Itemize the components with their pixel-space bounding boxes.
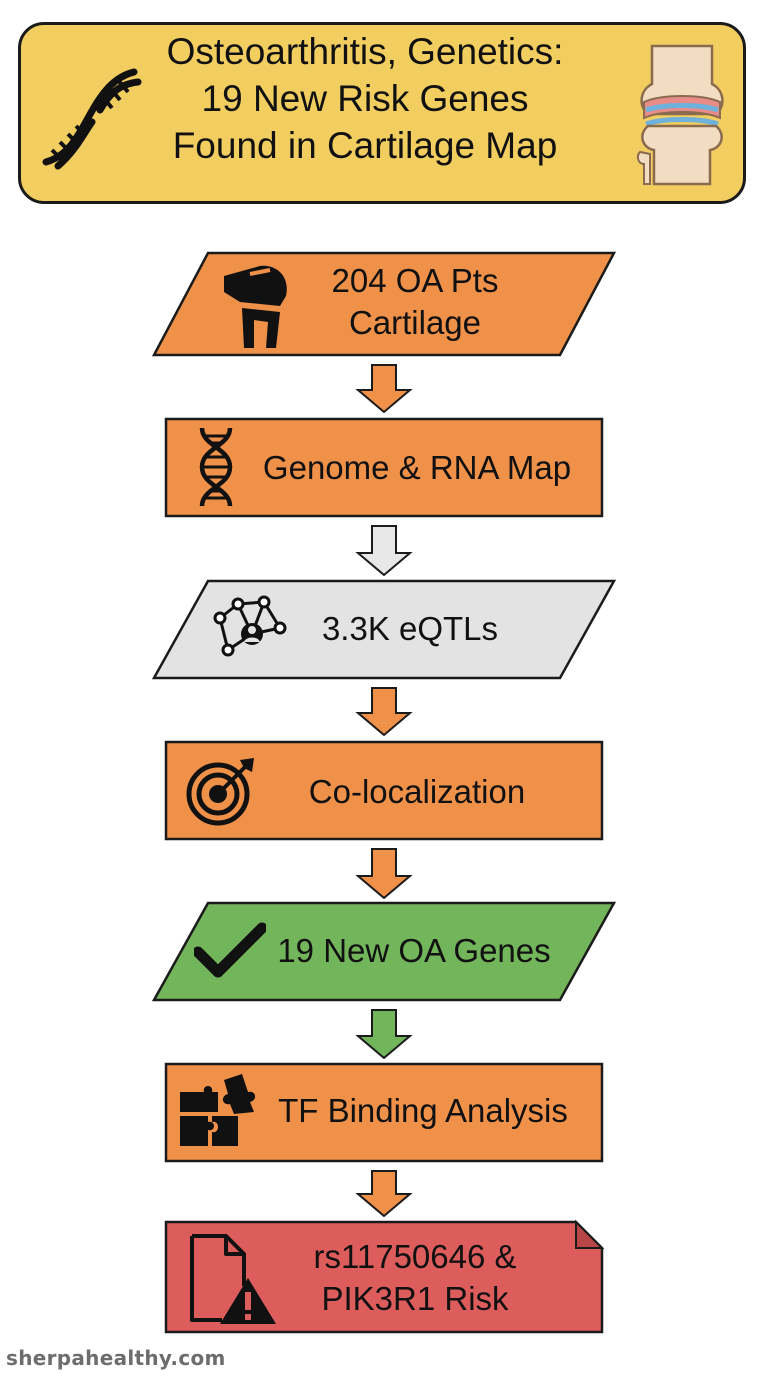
title-line-1: Osteoarthritis, Genetics: — [166, 31, 564, 72]
title-banner — [18, 22, 746, 204]
knee-joint-icon — [636, 44, 724, 186]
target-icon — [186, 758, 254, 826]
dna-helix-icon — [199, 427, 233, 507]
knee-icon — [224, 265, 287, 348]
warning-document-icon — [190, 1234, 276, 1324]
document-fold — [575, 1219, 605, 1249]
flow-step-5 — [151, 901, 617, 1002]
flow-arrow-6 — [355, 1170, 413, 1218]
step-1-label: 204 OA Pts Cartilage — [331, 262, 499, 341]
title-line-2: 19 New Risk Genes — [201, 78, 529, 119]
network-icon — [213, 595, 287, 657]
flow-arrow-2 — [355, 525, 413, 577]
step-6-label: TF Binding Analysis — [278, 1092, 568, 1129]
step-2-label: Genome & RNA Map — [262, 449, 572, 486]
page-title: Osteoarthritis, Genetics: 19 New Risk Ge… — [120, 28, 610, 169]
flow-arrow-3 — [355, 687, 413, 737]
puzzle-icon — [180, 1074, 256, 1146]
flow-arrow-4 — [355, 848, 413, 900]
title-line-3: Found in Cartilage Map — [172, 125, 558, 166]
flow-arrow-5 — [355, 1009, 413, 1060]
checkmark-icon — [194, 922, 266, 978]
step-3-label: 3.3K eQTLs — [321, 610, 499, 647]
flow-step-7 — [164, 1220, 604, 1334]
step-7-label: rs11750646 & PIK3R1 Risk — [313, 1238, 517, 1317]
step-5-label: 19 New OA Genes — [277, 932, 551, 969]
flow-arrow-1 — [355, 364, 413, 414]
step-4-label: Co-localization — [308, 773, 526, 810]
watermark: sherpahealthy.com — [6, 1346, 226, 1370]
dna-icon — [42, 68, 142, 170]
flow-step-2 — [164, 417, 604, 518]
